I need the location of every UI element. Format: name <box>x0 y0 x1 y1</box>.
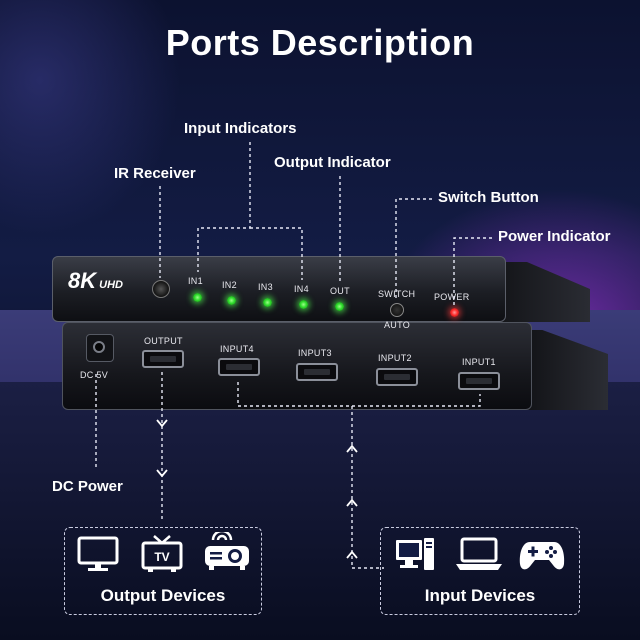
in4-label: IN4 <box>294 284 309 294</box>
arrow-down-2 <box>156 469 168 478</box>
output-port-label: OUTPUT <box>144 336 183 346</box>
arrow-up-2 <box>346 498 358 507</box>
tv-icon: TV <box>141 535 183 572</box>
in2-label: IN2 <box>222 280 237 290</box>
dc-label: DC 5V <box>80 370 109 380</box>
arrow-up-1 <box>346 444 358 453</box>
leader-input-indicators <box>197 142 251 272</box>
hdmi-output-port[interactable] <box>142 350 184 368</box>
leader-inputs-bus <box>237 382 481 407</box>
in2-led <box>227 296 236 305</box>
device-front-panel <box>52 256 506 322</box>
callout-power-indicator: Power Indicator <box>498 228 611 245</box>
callout-output-indicator: Output Indicator <box>274 154 391 171</box>
callout-dc-power: DC Power <box>52 478 123 495</box>
out-label: OUT <box>330 286 350 296</box>
input-devices-box: Input Devices <box>380 527 580 615</box>
laptop-icon <box>456 537 502 570</box>
desktop-computer-icon <box>396 538 434 570</box>
leader-input-indicators-in4 <box>250 227 303 280</box>
input2-port-label: INPUT2 <box>378 353 412 363</box>
callout-input-indicators: Input Indicators <box>184 120 297 137</box>
tv-icon-text: TV <box>154 550 169 564</box>
callout-switch-button: Switch Button <box>438 189 539 206</box>
switch-button[interactable] <box>390 303 404 317</box>
monitor-icon <box>77 536 119 571</box>
input1-port-label: INPUT1 <box>462 357 496 367</box>
input-devices-label: Input Devices <box>424 586 536 605</box>
hdmi-input3-port[interactable] <box>296 363 338 381</box>
arrow-down-1 <box>156 419 168 428</box>
switch-label: SWITCH <box>378 289 416 299</box>
out-led <box>335 302 344 311</box>
shelf-front <box>0 382 640 640</box>
auto-label: AUTO <box>384 320 411 330</box>
hdmi-input2-port[interactable] <box>376 368 418 386</box>
hdmi-input1-port[interactable] <box>458 372 500 390</box>
leader-switch-button <box>395 198 432 300</box>
brand-8k: 8K <box>68 268 97 293</box>
dc-jack[interactable] <box>86 334 114 362</box>
in1-led <box>193 293 202 302</box>
leader-power-indicator <box>453 237 492 305</box>
output-devices-label: Output Devices <box>100 586 226 605</box>
arrow-up-3 <box>346 550 358 559</box>
page-title: Ports Description <box>165 22 475 63</box>
in1-label: IN1 <box>188 276 203 286</box>
power-led <box>450 308 459 317</box>
leader-inputs-up <box>351 406 384 569</box>
in3-led <box>263 298 272 307</box>
projector-icon <box>205 532 249 570</box>
gamepad-icon <box>519 542 565 570</box>
input4-port-label: INPUT4 <box>220 344 254 354</box>
in3-label: IN3 <box>258 282 273 292</box>
ir-receiver <box>152 280 170 298</box>
power-label: POWER <box>434 292 470 302</box>
in4-led <box>299 300 308 309</box>
hdmi-input4-port[interactable] <box>218 358 260 376</box>
brand-uhd: UHD <box>99 279 123 291</box>
callout-ir-receiver: IR Receiver <box>114 165 196 182</box>
input3-port-label: INPUT3 <box>298 348 332 358</box>
output-devices-box: Output Devices <box>64 527 262 615</box>
